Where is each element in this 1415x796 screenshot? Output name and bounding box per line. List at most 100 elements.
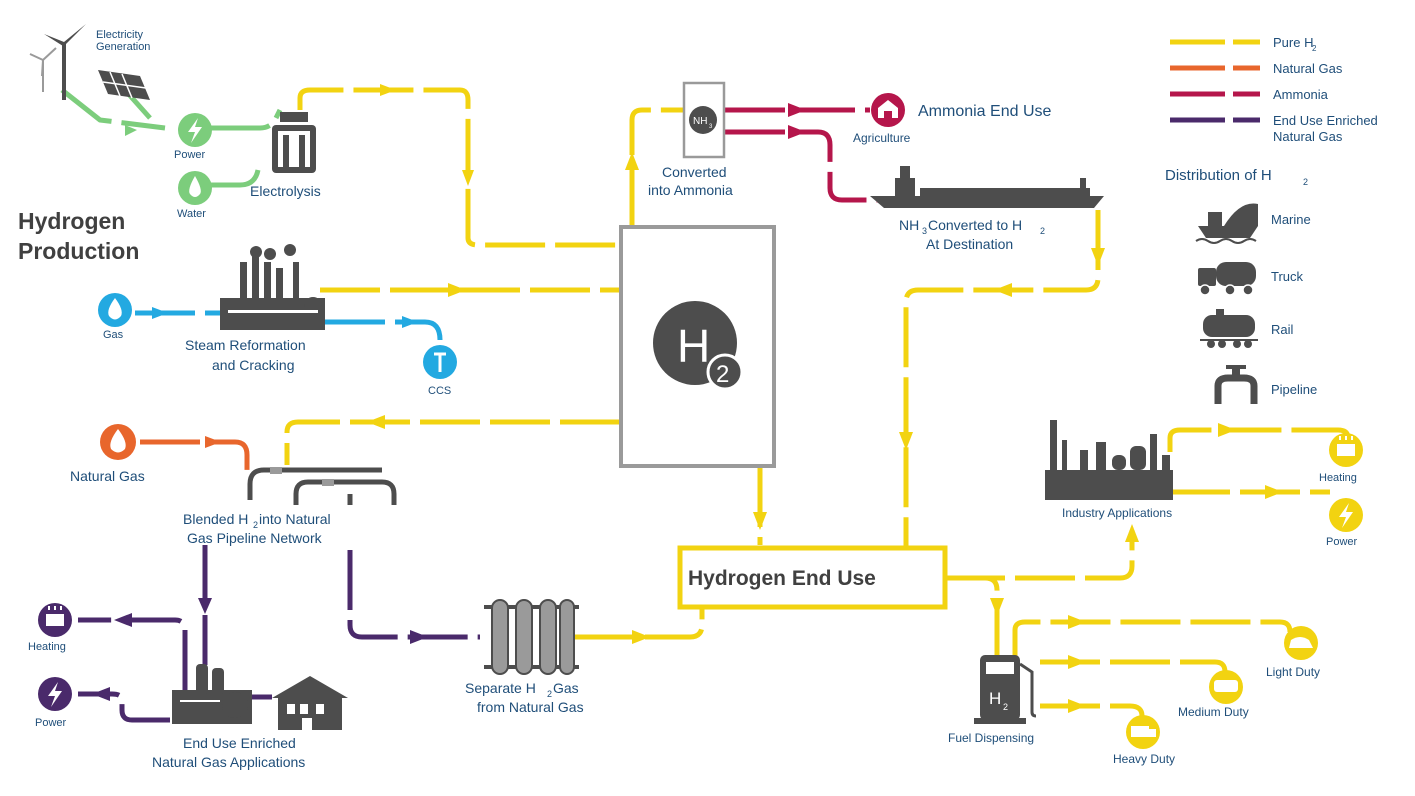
arrow-orange [205,436,221,448]
legend-label-line2: Natural Gas [1273,129,1343,144]
arrow-yellow [1125,524,1139,542]
legend-item-pure-h2: Pure H 2 [1170,35,1317,53]
arrow-red [788,125,806,139]
arrow-yellow [899,432,913,450]
heating-left-label: Heating [28,641,66,653]
svg-text:NH: NH [693,116,707,127]
light-duty-label: Light Duty [1266,665,1320,679]
arrow-yellow [1068,615,1086,629]
gas-label: Gas [103,329,124,341]
svg-text:Gas: Gas [553,680,579,696]
flow-h2-to-blended [284,419,620,465]
svg-text:2: 2 [547,689,552,699]
separator-icon [484,599,579,675]
ship-icon [1195,203,1258,244]
flow-blended-to-separate [347,550,480,640]
power-node [178,113,212,147]
h2-symbol-sub: 2 [716,361,729,388]
arrow-yellow [625,152,639,170]
factory-icon [220,244,325,330]
medium-duty-label: Medium Duty [1178,705,1249,719]
separate-label-2: from Natural Gas [477,699,584,715]
flow-to-power [78,691,170,723]
svg-text:2: 2 [1040,226,1045,236]
flow-ammonia-to-ship [725,129,880,203]
electricity-generation-label: Electricity [96,29,144,41]
h2-central-node: H 2 [619,225,776,468]
ammonia-converter: NH 3 [682,81,726,159]
arrow-yellow [1218,423,1236,437]
heavy-duty-label: Heavy Duty [1113,752,1175,766]
natural-gas-label: Natural Gas [70,468,145,484]
svg-text:3: 3 [709,124,713,130]
agriculture-label: Agriculture [853,131,911,145]
arrow-purple [92,687,110,701]
enriched-label-2: Natural Gas Applications [152,754,305,770]
nh3-converted-label-2: At Destination [926,236,1013,252]
arrow-green [125,125,137,136]
power-right-label: Power [1326,536,1358,548]
industry-label: Industry Applications [1062,506,1172,520]
flow-to-heating [78,617,188,690]
blended-label: Blended H [183,511,248,527]
tanker-ship-icon [870,166,1104,208]
steam-label-2: and Cracking [212,357,295,373]
power-label: Power [174,149,206,161]
ccs-label: CCS [428,385,451,397]
light-duty-node [1284,626,1318,660]
gas-node [98,293,132,327]
house-icon [272,676,348,730]
power-right-node [1329,498,1363,532]
legend-item-natural-gas: Natural Gas [1170,61,1343,76]
arrow-yellow [367,415,385,429]
page-title: Hydrogen Production [18,208,139,264]
ccs-node [423,345,457,379]
svg-text:Production: Production [18,238,139,264]
rail-icon [1200,309,1258,348]
flow-fuel-to-light [1012,619,1293,660]
flow-industry-to-heating [1167,427,1351,452]
agriculture-node [871,93,905,127]
medium-duty-node [1209,670,1243,704]
fuel-dispensing-label: Fuel Dispensing [948,731,1034,745]
svg-text:3: 3 [922,226,927,236]
legend-item-enriched-gas: End Use Enriched Natural Gas [1170,113,1378,144]
enriched-label: End Use Enriched [183,735,296,751]
legend-label: Pure H [1273,35,1313,50]
flow-end-use-to-industry [945,530,1135,581]
power-left-label: Power [35,717,67,729]
steam-label: Steam Reformation [185,337,306,353]
converted-label-2: into Ammonia [648,182,733,198]
heavy-duty-node [1126,715,1160,749]
legend-label: Ammonia [1273,87,1329,102]
svg-text:Hydrogen: Hydrogen [18,208,125,234]
fuel-pump-icon: H 2 [974,655,1037,724]
svg-text:H: H [989,689,1001,708]
legend-label: Natural Gas [1273,61,1343,76]
pipeline-network-icon [247,467,397,505]
distribution-title: Distribution of H [1165,167,1272,184]
arrow-yellow [380,84,396,96]
arrow-blue [152,307,168,319]
arrow-blue [402,316,418,328]
distribution-rail: Rail [1271,322,1294,337]
legend: Pure H 2 Natural Gas Ammonia End Use Enr… [1170,35,1378,144]
arrow-yellow [632,630,650,644]
water-label: Water [177,208,206,220]
arrow-yellow [753,512,767,530]
arrow-yellow [1265,485,1283,499]
natural-gas-node [100,424,136,460]
distribution-panel: Distribution of H 2 Marine Truck Rail [1165,167,1317,404]
pipeline-icon [1214,365,1258,404]
blended-label-2: Gas Pipeline Network [187,530,323,546]
wind-turbine-icon [29,24,86,100]
flow-fuel-to-medium [1040,659,1228,673]
electrolysis-icon [272,112,316,173]
distribution-truck: Truck [1271,269,1304,284]
arrow-yellow [1068,699,1086,713]
arrow-purple [114,613,132,627]
arrow-yellow [1091,248,1105,266]
legend-label-sub: 2 [1312,44,1317,53]
arrow-yellow [994,283,1012,297]
hydrogen-end-use-box: Hydrogen End Use [677,545,948,610]
